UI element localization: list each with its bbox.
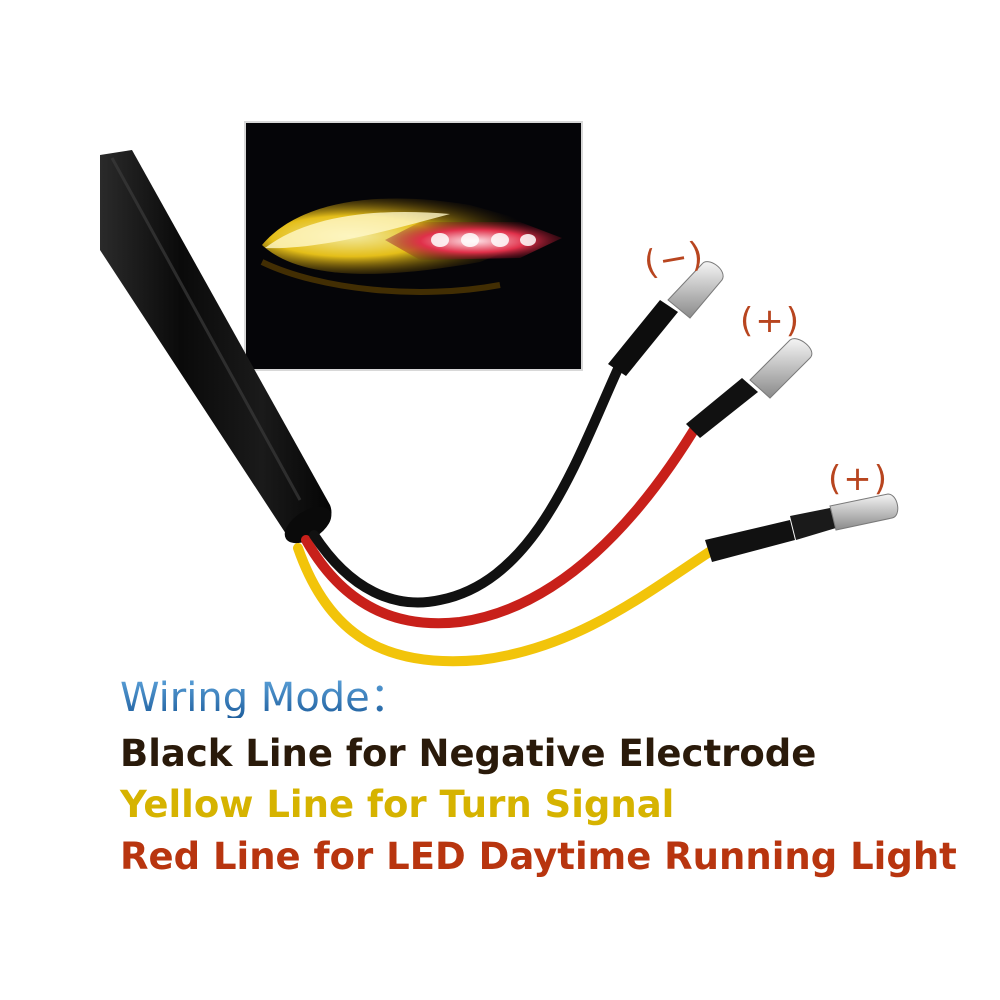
black-terminal-polarity-label: (−) bbox=[640, 234, 709, 284]
red-wire-connector bbox=[749, 338, 813, 399]
red-terminal-polarity-label: (+) bbox=[740, 301, 802, 341]
black-line-description: Black Line for Negative Electrode bbox=[120, 732, 817, 775]
yellow-wire bbox=[293, 508, 836, 667]
led-strip-tube bbox=[100, 150, 332, 544]
wiring-mode-title: Wiring Mode： bbox=[120, 678, 980, 718]
yellow-line-description: Yellow Line for Turn Signal bbox=[120, 783, 675, 826]
red-wire bbox=[301, 378, 758, 629]
yellow-wire-connector bbox=[829, 493, 899, 531]
black-wire bbox=[309, 300, 678, 608]
led-photo-inset bbox=[244, 121, 583, 371]
black-wire-connector bbox=[667, 261, 724, 319]
yellow-terminal-polarity-label: (+) bbox=[828, 459, 890, 499]
red-line-description: Red Line for LED Daytime Running Light bbox=[120, 835, 957, 878]
